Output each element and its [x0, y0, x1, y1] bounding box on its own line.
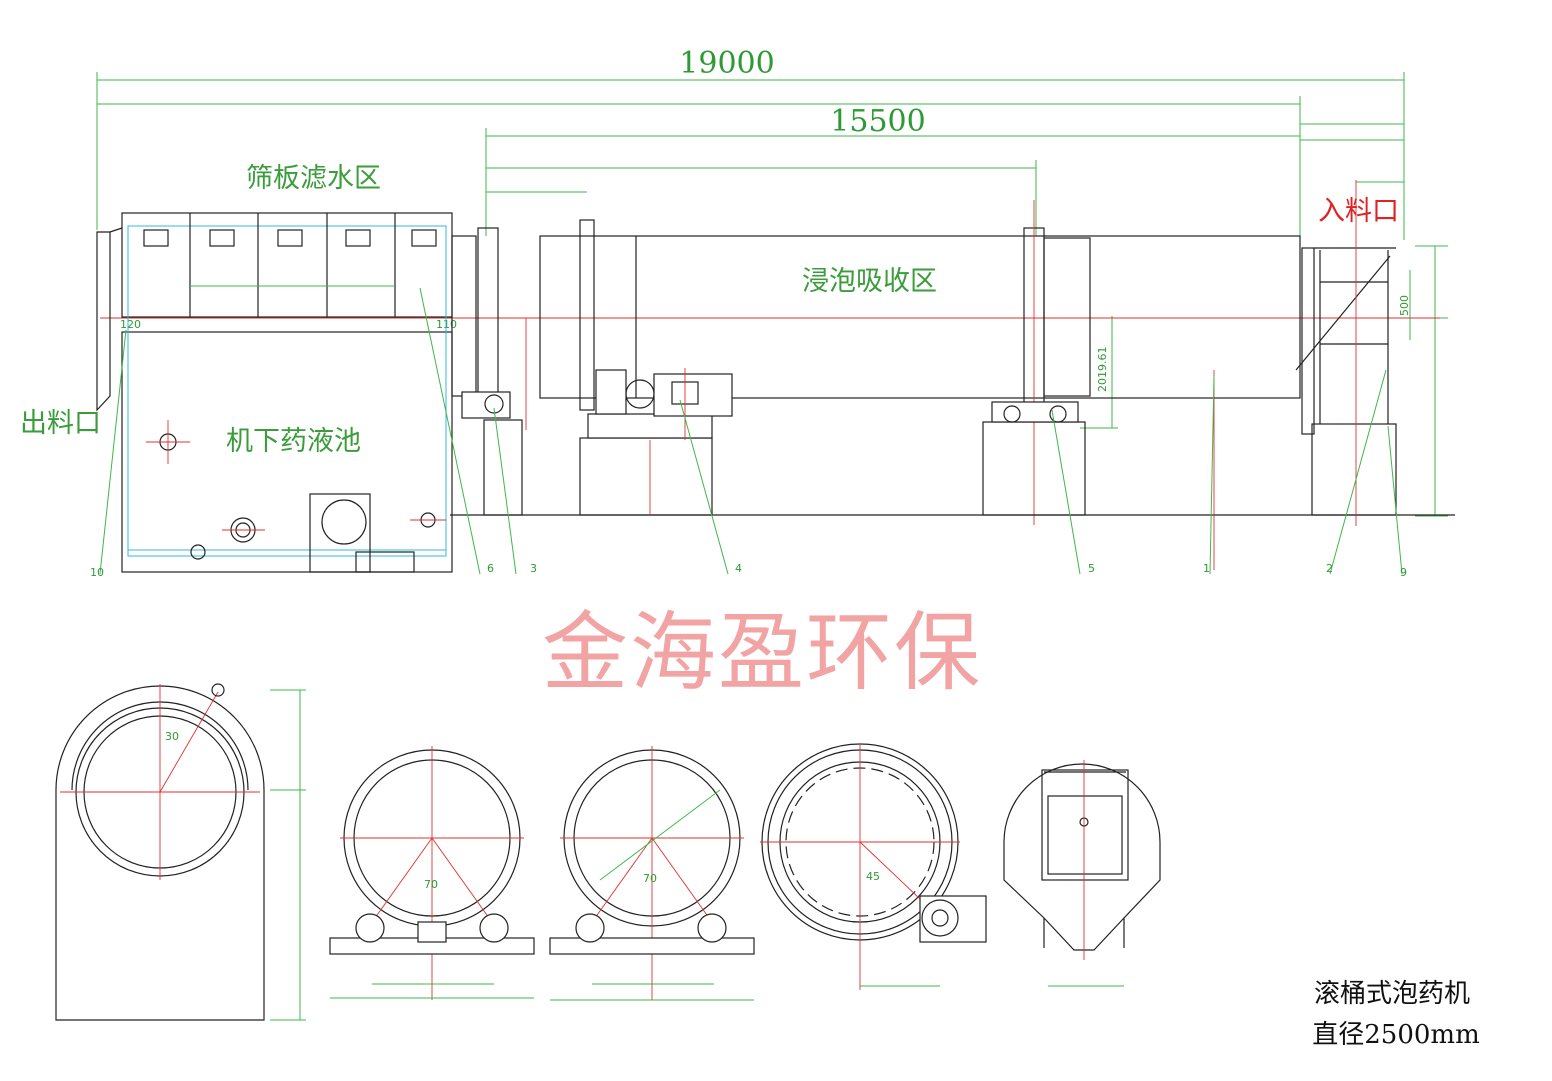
- part-tag: 6: [487, 562, 494, 575]
- angle-label: 70: [424, 878, 438, 891]
- roller-section-view-1: [329, 746, 535, 1000]
- height-dimension: 2019.61: [1096, 347, 1109, 393]
- end-cover-view: [55, 683, 306, 1021]
- part-tag: 4: [735, 562, 742, 575]
- tank-zone-label: 机下药液池: [226, 426, 361, 457]
- inlet-hopper-end-view: [1003, 760, 1161, 987]
- part-tag: 5: [1088, 562, 1095, 575]
- screen-zone-label: 筛板滤水区: [246, 163, 381, 194]
- gear-ring-section-view: [760, 743, 987, 990]
- watermark: 金海盈环保: [542, 603, 982, 703]
- part-tag: 2: [1326, 562, 1333, 575]
- roller-section-view-2: [549, 746, 755, 1001]
- drum-length-dimension: 15500: [830, 104, 925, 139]
- small-dimension-b: 120: [120, 318, 141, 331]
- part-tag: 1: [1203, 562, 1210, 575]
- angle-label: 70: [643, 872, 657, 885]
- angle-label: 30: [165, 730, 179, 743]
- overall-length-dimension: 19000: [679, 46, 774, 81]
- part-tag: 3: [530, 562, 537, 575]
- dimension-lines: [96, 72, 1448, 517]
- part-tag: 10: [90, 566, 104, 579]
- side-elevation: [96, 180, 1455, 573]
- small-dimension-a: 500: [1398, 295, 1411, 316]
- part-tag: 9: [1400, 566, 1407, 579]
- caption-title: 滚桶式泡药机: [1314, 979, 1470, 1009]
- caption-diameter: 直径2500mm: [1312, 1020, 1479, 1050]
- outlet-label: 出料口: [20, 408, 101, 439]
- leader-lines: [99, 287, 1403, 575]
- soak-zone-label: 浸泡吸收区: [802, 266, 937, 297]
- angle-label: 45: [866, 870, 880, 883]
- inlet-label: 入料口: [1318, 196, 1399, 227]
